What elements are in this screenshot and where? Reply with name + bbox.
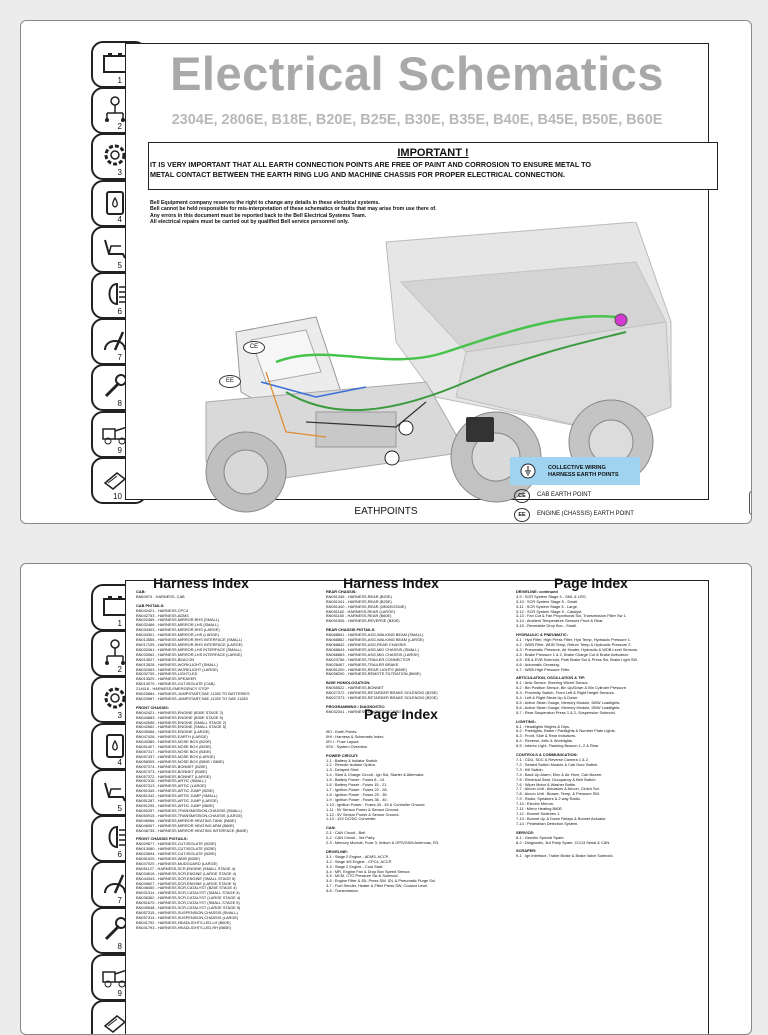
page-index-box: Page Index 0EI : Earth Points.0HI : Harn…: [326, 706, 476, 894]
tab-number: 7: [118, 896, 122, 905]
tab-number: 2: [118, 665, 122, 674]
section-tabs: 1 2 3 4 5 6 7 8 9 10: [21, 21, 125, 523]
harness-index-col-2: Harness Index REAR CHASSIS:BN051346 - HA…: [326, 581, 456, 715]
tab-number: 10: [113, 492, 122, 501]
index-entry[interactable]: 6-5 : Interior Light, Flashing Beacon 1,…: [516, 744, 666, 749]
tab-number: 6: [118, 307, 122, 316]
important-line-2: METAL CONTACT BETWEEN THE EARTH RING LUG…: [149, 170, 717, 180]
tab-number: 5: [118, 261, 122, 270]
legend-ce: CE CAB EARTH POINT: [510, 488, 640, 504]
tab-number: 8: [118, 942, 122, 951]
index-entry[interactable]: BN023987 - HARNESS,JUMPSTART,SAE J1283 T…: [136, 697, 266, 702]
index-entry[interactable]: 4-7 : WDB High Pressure Filter.: [516, 668, 666, 673]
tab-number: 3: [118, 168, 122, 177]
earthpoints-page: 1 2 3 4 5 6 7 8 9 10 Electrical Schematics 2304E,…: [20, 20, 752, 524]
index-entry[interactable]: 3-8 : Transmission.: [326, 889, 476, 894]
index-entry[interactable]: BN058290 - HARNESS,REMOTE FILTRATION (B6…: [326, 672, 456, 677]
index-entry[interactable]: BN046735 - HARNESS,MIRROR HEATING INTERF…: [136, 829, 266, 834]
index-entry[interactable]: 9-1 : Ign Interface, Trailer Brake & Bra…: [516, 854, 666, 859]
index-entry[interactable]: BN051506 - HARNESS,REVERSE (B30E): [326, 619, 456, 624]
legend-collective-line-2: HARNESS EARTH POINTS: [548, 472, 619, 479]
schematic-frame: Electrical Schematics 2304E, 2806E, B18E…: [125, 43, 709, 500]
harness-index-col-1: Harness Index CAB:BN64974 - HARNESS, CAB…: [136, 581, 266, 931]
page-index-title: Page Index: [516, 581, 666, 586]
tab-number: 4: [118, 215, 122, 224]
index-frame: Harness Index CAB:BN64974 - HARNESS, CAB…: [125, 580, 709, 1035]
important-title: IMPORTANT !: [149, 147, 717, 159]
harness-index-title: Harness Index: [326, 581, 456, 586]
tab-number: 4: [118, 758, 122, 767]
important-notice: IMPORTANT ! IT IS VERY IMPORTANT THAT AL…: [148, 142, 718, 190]
tab-number: 5: [118, 804, 122, 813]
tab-number: 2: [118, 122, 122, 131]
index-entry[interactable]: 5-7 : Rear Suspension Press 1 & 2, Suspe…: [516, 711, 666, 716]
page-title: Electrical Schematics: [126, 46, 708, 101]
tab-number: 8: [118, 399, 122, 408]
ce-marker: CE: [514, 489, 530, 503]
page-index-list: 0EI : Earth Points.0HI : Harness & Schem…: [326, 730, 476, 894]
index-entry[interactable]: 0SV : System Overview.: [326, 745, 476, 750]
index-entry[interactable]: BN041793 - HARNESS,HEADLIGHTS,LED,RH (B6…: [136, 926, 266, 931]
index-entry[interactable]: BN027373 - HARNESS,RETARDER BRAKE SOLENO…: [326, 696, 456, 701]
important-line-1: IT IS VERY IMPORTANT THAT ALL EARTH CONN…: [149, 160, 717, 170]
page-index-title: Page Index: [326, 706, 476, 722]
index-entry[interactable]: 8-2 : Diagnostic, 3rd Party Spare, CCU3 …: [516, 841, 666, 846]
tab-number: 7: [118, 353, 122, 362]
index-entry[interactable]: BN64974 - HARNESS, CAB: [136, 595, 266, 600]
tab-number: 9: [118, 446, 122, 455]
page-caption: EATHPOINTS: [21, 506, 751, 517]
index-entry[interactable]: 2-3 : Memory Module, Fuse 3, Iridium & G…: [326, 841, 476, 846]
tab-number: 1: [118, 619, 122, 628]
earth-symbol-icon: [520, 463, 536, 479]
ee-label: EE: [219, 375, 241, 388]
index-entry[interactable]: 7-14 : Pedestrian Detection System.: [516, 822, 666, 827]
index-entry[interactable]: 1-13 : 12V DC/DC Converter.: [326, 817, 476, 822]
legend-ce-label: CAB EARTH POINT: [537, 492, 591, 498]
tab-number: 9: [118, 989, 122, 998]
tab-number: 3: [118, 711, 122, 720]
tab-number: 6: [118, 850, 122, 859]
index-entry[interactable]: 3-15 : Reversible Drop Box - Small.: [516, 624, 666, 629]
harness-index-list: REAR CHASSIS:BN051346 - HARNESS,REAR (B2…: [326, 590, 456, 715]
model-list: 2304E, 2806E, B18E, B20E, B25E, B30E, B3…: [126, 112, 708, 128]
tab-number: 1: [118, 76, 122, 85]
ce-label: CE: [243, 341, 265, 354]
harness-index-title: Harness Index: [136, 581, 266, 586]
